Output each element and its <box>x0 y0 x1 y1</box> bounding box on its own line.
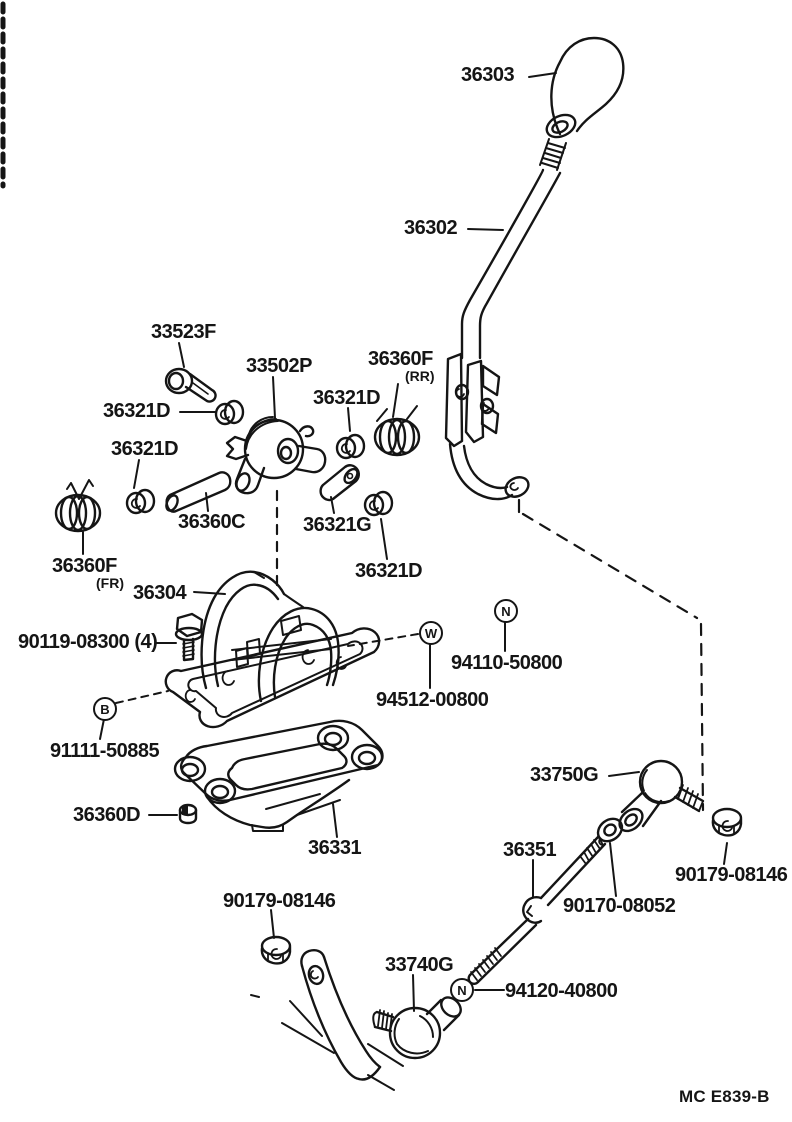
callout-collar: 36360C <box>178 511 246 533</box>
callout-spring-fr-qualifier: (FR) <box>96 575 124 591</box>
retainer-drawing <box>227 417 325 493</box>
leader-pin-bolt <box>179 343 184 367</box>
callout-spring-rr: 36360F <box>368 348 433 370</box>
callout-nut-left: 90179-08146 <box>223 890 336 912</box>
collar-2-drawing <box>321 465 360 500</box>
leader-collar-2 <box>331 497 334 513</box>
callout-nut-n1: 94110-50800 <box>451 652 563 674</box>
callout-nut-n2: 94120-40800 <box>505 980 618 1002</box>
leader-b-dashed <box>116 691 168 703</box>
lever-thread-stud-drawing <box>540 139 566 170</box>
callout-knob: 36303 <box>461 64 515 86</box>
symbol-circle-b: B <box>93 697 117 721</box>
shift-knob-drawing <box>543 38 623 141</box>
callout-nut-right: 90179-08146 <box>675 864 788 886</box>
leader-knob <box>529 73 556 77</box>
callout-retainer: 33502P <box>246 355 312 377</box>
leader-lines <box>83 73 727 1011</box>
callout-ball-joint-lower: 33740G <box>385 954 454 976</box>
leader-rod-washer <box>610 843 616 896</box>
symbol-circle-w: W <box>419 621 443 645</box>
rod-drawing <box>469 836 605 984</box>
spring-fr-arrows <box>67 480 93 499</box>
callout-bracket: 36304 <box>133 582 187 604</box>
leader-bushing-4 <box>381 519 387 559</box>
callout-plug: 36360D <box>73 804 141 826</box>
leader-ball-joint-lower <box>413 975 414 1011</box>
callout-lever: 36302 <box>404 217 458 239</box>
collar-drawing <box>164 472 230 512</box>
ball-joint-upper-drawing <box>615 761 703 835</box>
callout-bushing-2: 36321D <box>313 387 381 409</box>
bushing-3-drawing <box>125 488 156 515</box>
callout-flange-bolt: 90119-08300 (4) <box>18 631 158 653</box>
spring-fr-drawing <box>54 493 102 533</box>
plug-drawing <box>180 805 196 823</box>
flange-bolt-drawing <box>176 614 202 660</box>
callout-spring-rr-qualifier: (RR) <box>405 368 435 384</box>
callout-ball-joint-upper: 33750G <box>530 764 599 786</box>
callout-spring-fr: 36360F <box>52 555 117 577</box>
construction-dashed-lines <box>277 491 703 810</box>
callout-bushing-1: 36321D <box>103 400 171 422</box>
leader-plate <box>333 804 337 837</box>
pin-bolt-drawing <box>166 369 216 402</box>
spring-rr-drawing <box>373 417 421 457</box>
callout-plate: 36331 <box>308 837 362 859</box>
leader-ball-joint-upper <box>609 772 639 776</box>
callout-pin-bolt: 33523F <box>151 321 216 343</box>
bracket-drawing <box>166 572 379 727</box>
shift-lever-drawing <box>446 170 560 501</box>
leader-bracket <box>194 592 225 594</box>
leader-bushing-2 <box>348 408 350 431</box>
lower-bracket-arm-drawing <box>301 950 380 1079</box>
nut-right-drawing <box>711 807 743 837</box>
callout-bolt-b: 91111-50885 <box>50 740 160 762</box>
leader-b-label <box>100 719 104 739</box>
symbol-circle-n1: N <box>494 599 518 623</box>
leader-lever <box>468 229 503 230</box>
leader-spring-rr <box>393 384 398 417</box>
leader-bushing-3 <box>134 460 139 488</box>
drawing-code: MC E839-B <box>679 1087 770 1106</box>
bushing-4-drawing <box>363 490 394 517</box>
leader-nut-left <box>271 910 274 938</box>
bushing-1-drawing <box>214 399 245 426</box>
ball-joint-lower-drawing <box>373 994 464 1058</box>
leader-w-dashed <box>348 634 418 646</box>
callout-rod-washer: 90170-08052 <box>563 895 676 917</box>
callout-rod: 36351 <box>503 839 557 861</box>
callout-washer-w: 94512-00800 <box>376 689 489 711</box>
callout-collar-2: 36321G <box>303 514 372 536</box>
callout-bushing-4: 36321D <box>355 560 423 582</box>
leader-collar <box>206 493 208 511</box>
symbol-circle-n2: N <box>450 978 474 1002</box>
callout-bushing-3: 36321D <box>111 438 179 460</box>
leader-nut-right <box>724 843 727 864</box>
floor-context-lines <box>251 995 403 1090</box>
leader-retainer <box>273 377 275 418</box>
nut-left-drawing <box>260 935 292 965</box>
plate-drawing <box>173 721 383 831</box>
bushing-2-drawing <box>335 433 366 460</box>
spring-rr-arrows <box>377 406 417 421</box>
